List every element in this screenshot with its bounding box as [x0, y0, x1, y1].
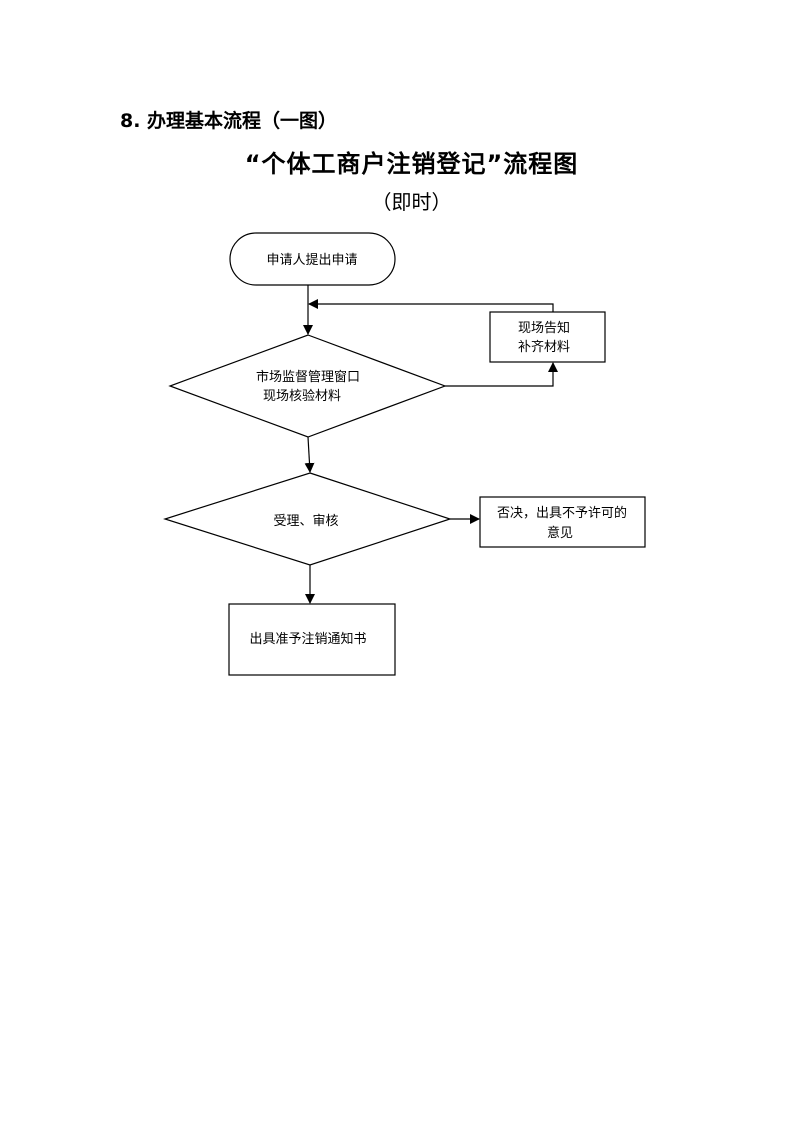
review-label: 受理、审核: [273, 514, 338, 529]
section-heading: 8. 办理基本流程（一图）: [120, 110, 338, 132]
start-node: 申请人提出申请: [229, 232, 396, 286]
check-decision: 市场监督管理窗口 现场核验材料: [168, 334, 447, 438]
reject-label-line2: 意见: [547, 525, 573, 541]
arrow-check-to-review: [304, 436, 315, 473]
supplement-label-line2: 补齐材料: [518, 339, 570, 355]
start-label: 申请人提出申请: [266, 252, 357, 268]
supplement-box: 现场告知 补齐材料: [489, 311, 606, 363]
check-label-line1: 市场监督管理窗口: [256, 369, 360, 385]
approve-box: 出具准予注销通知书: [228, 603, 396, 676]
approve-label: 出具准予注销通知书: [249, 631, 366, 647]
arrow-supplement-back: [308, 299, 554, 312]
review-decision: 受理、审核: [163, 472, 452, 566]
reject-label-line1: 否决，出具不予许可的: [497, 505, 627, 521]
supplement-label-line1: 现场告知: [518, 320, 570, 336]
check-label-line2: 现场核验材料: [263, 388, 341, 404]
page-subtitle: （即时）: [371, 190, 452, 214]
reject-box: 否决，出具不予许可的 意见: [479, 496, 646, 548]
page-title: “个体工商户注销登记”流程图: [244, 150, 579, 178]
arrow-check-to-supplement: [445, 362, 558, 387]
